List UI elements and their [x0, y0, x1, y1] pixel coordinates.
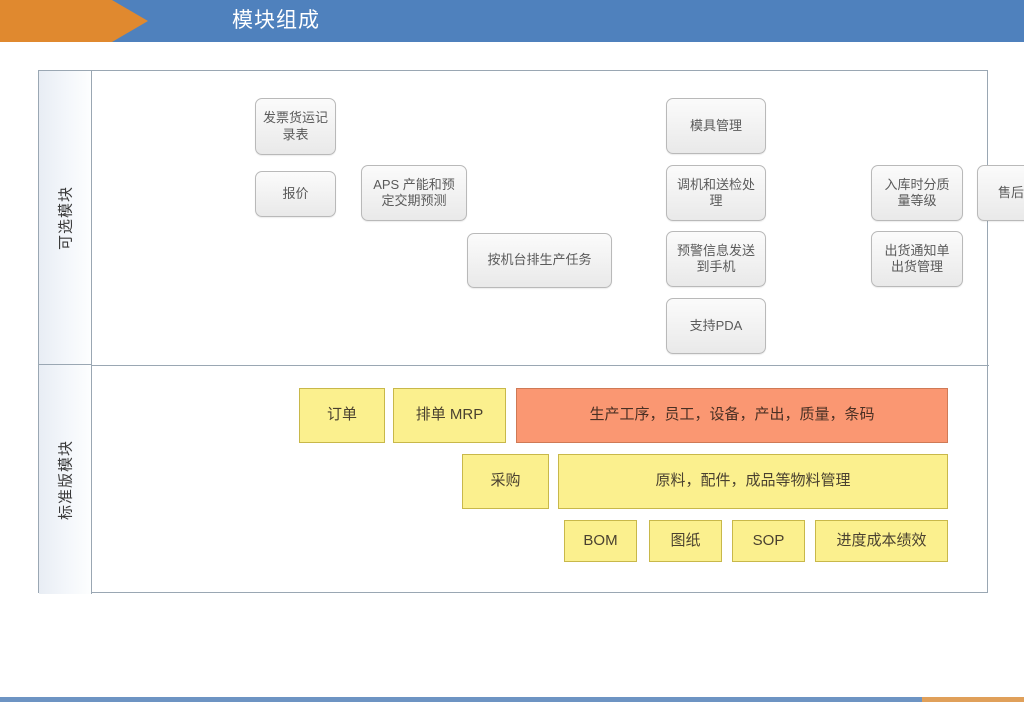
module-node-入库时分质-量等级[interactable]: 入库时分质 量等级	[871, 165, 963, 221]
module-node-发票货运记-录表[interactable]: 发票货运记 录表	[255, 98, 336, 155]
optional-modules-pane: 发票货运记 录表报价 APS 产能和预 定交期预测按机台排生产任务 模具管理调机和送…	[92, 71, 1024, 365]
footer-orange-segment	[922, 697, 1024, 702]
module-node-按机台排生产任务[interactable]: 按机台排生产任务	[467, 233, 612, 288]
module-node-预警信息发送-到手机[interactable]: 预警信息发送 到手机	[666, 231, 766, 287]
band-label-standard-text: 标准版模块	[57, 439, 75, 520]
band-label-standard: 标准版模块	[39, 365, 92, 594]
module-node-生产工序，员工，设备，产出，质量，条码[interactable]: 生产工序，员工，设备，产出，质量，条码	[516, 388, 948, 443]
module-node-调机和送检处-理[interactable]: 调机和送检处 理	[666, 165, 766, 221]
page-title: 模块组成	[232, 9, 320, 32]
module-node-SOP[interactable]: SOP	[732, 520, 805, 562]
module-composition-diagram: 可选模块 标准版模块 发票货运记 录表报价 APS 产能和预 定交期预测按机台排生…	[38, 70, 1024, 594]
module-node-售后管理[interactable]: 售后管理	[977, 165, 1024, 221]
footer-blue-segment	[0, 697, 922, 702]
module-node-支持PDA[interactable]: 支持PDA	[666, 298, 766, 354]
header-bar: 模块组成	[0, 0, 1024, 42]
footer-bar	[0, 697, 1024, 702]
header-arrow-shape	[0, 0, 148, 42]
band-divider	[92, 365, 989, 366]
module-node-出货通知单-出货管理[interactable]: 出货通知单 出货管理	[871, 231, 963, 287]
band-label-optional: 可选模块	[39, 71, 92, 365]
module-node-采购[interactable]: 采购	[462, 454, 549, 509]
module-node-BOM[interactable]: BOM	[564, 520, 637, 562]
band-label-optional-text: 可选模块	[57, 185, 75, 250]
module-node-原料，配件，成品等物料管理[interactable]: 原料，配件，成品等物料管理	[558, 454, 948, 509]
module-node-排单-MRP[interactable]: 排单 MRP	[393, 388, 506, 443]
module-node-APS-产能和预-定交期预测[interactable]: APS 产能和预 定交期预测	[361, 165, 467, 221]
module-node-报价[interactable]: 报价	[255, 171, 336, 217]
module-node-模具管理[interactable]: 模具管理	[666, 98, 766, 154]
module-node-图纸[interactable]: 图纸	[649, 520, 722, 562]
module-node-进度成本绩效[interactable]: 进度成本绩效	[815, 520, 948, 562]
module-node-订单[interactable]: 订单	[299, 388, 385, 443]
